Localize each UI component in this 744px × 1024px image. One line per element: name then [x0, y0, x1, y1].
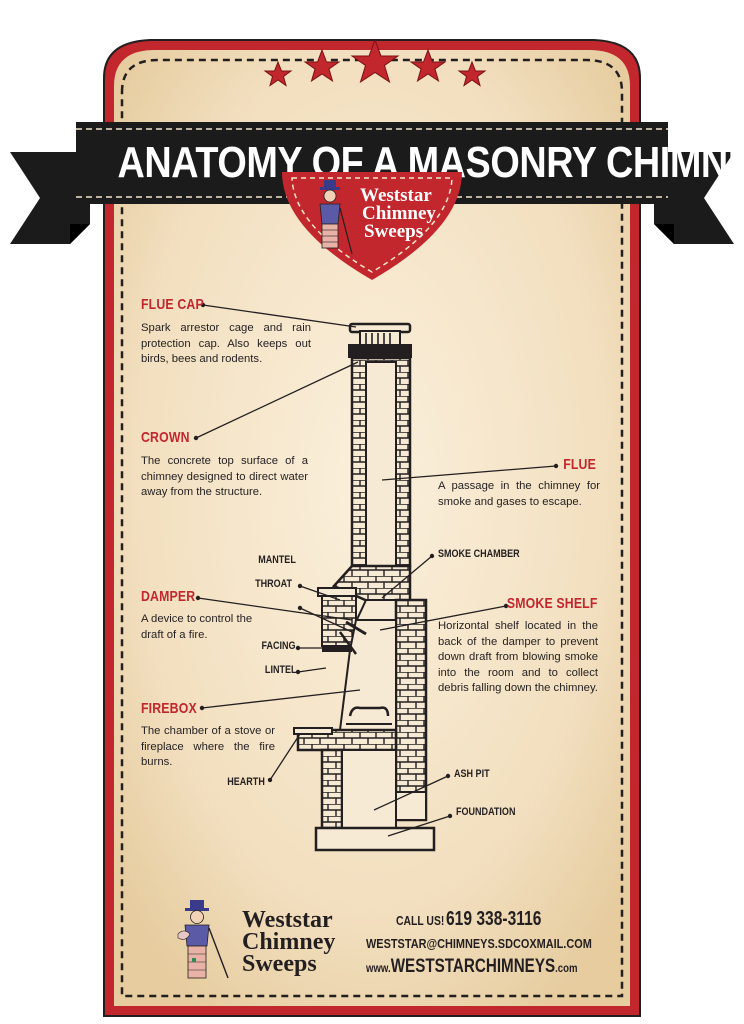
- smoke-chamber-label: SMOKE CHAMBER: [438, 548, 520, 560]
- website-link[interactable]: www.WESTSTARCHIMNEYS.com: [366, 956, 578, 978]
- damper-heading: DAMPER: [141, 588, 196, 605]
- flue-cap-shape: [348, 322, 412, 358]
- badge-brand-line3: Sweeps: [364, 221, 424, 242]
- foundation-label: FOUNDATION: [456, 806, 516, 818]
- badge-brand-line2: Chimney: [362, 203, 436, 224]
- website-prefix: www.: [366, 961, 391, 975]
- flue-cap-heading: FLUE CAP: [141, 296, 204, 313]
- logo-badge: [282, 172, 462, 280]
- sweep-figure-icon: [319, 180, 353, 255]
- footer-sweep-icon: [177, 900, 229, 979]
- stars-decoration: [263, 38, 487, 87]
- lintel-label: LINTEL: [264, 664, 296, 676]
- flue-cap-description: Spark arrestor cage and rain protection …: [141, 322, 311, 365]
- smoke-shelf-description: Horizontal shelf located in the back of …: [438, 620, 598, 694]
- firebox-heading: FIREBOX: [141, 700, 197, 717]
- crown-description: The concrete top surface of a chimney de…: [141, 455, 308, 498]
- footer-brand-line3: Sweeps: [242, 951, 317, 977]
- firebox-description: The chamber of a stove or fireplace wher…: [141, 725, 275, 768]
- smoke-shelf-heading: SMOKE SHELF: [507, 595, 598, 612]
- facing-label: FACING: [261, 640, 296, 652]
- throat-label: THROAT: [255, 578, 292, 590]
- call-us-label: CALL US!: [396, 913, 445, 928]
- footer-brand-line1: Weststar: [242, 907, 333, 933]
- flue-description: A passage in the chimney for smoke and g…: [438, 480, 600, 508]
- footer-brand-line2: Chimney: [242, 929, 336, 955]
- ash-pit-label: ASH PIT: [454, 768, 490, 780]
- hearth-label: HEARTH: [227, 776, 265, 788]
- badge-brand-line1: Weststar: [360, 185, 432, 206]
- flue-heading: FLUE: [563, 456, 596, 473]
- phone-number[interactable]: 619 338-3116: [446, 908, 542, 930]
- crown-heading: CROWN: [141, 429, 190, 446]
- email-address[interactable]: WESTSTAR@CHIMNEYS.SDCOXMAIL.COM: [366, 936, 592, 951]
- website-main: WESTSTARCHIMNEYS: [390, 956, 556, 977]
- website-suffix: .com: [555, 961, 578, 975]
- foundation-shape: [314, 826, 436, 852]
- mantel-label: MANTEL: [258, 554, 296, 566]
- damper-description: A device to control the draft of a fire.: [141, 613, 253, 641]
- ash-pit-shape: [395, 791, 427, 821]
